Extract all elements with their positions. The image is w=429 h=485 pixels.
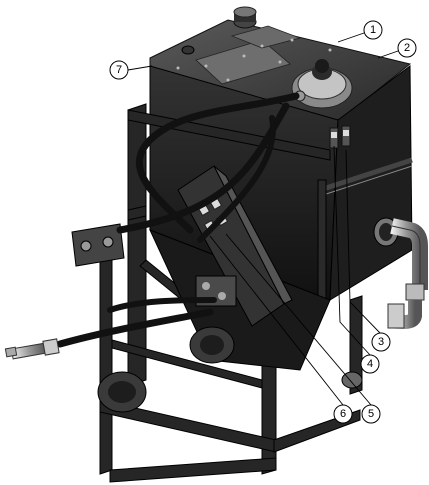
tank [149,6,413,301]
leader-7 [127,65,153,71]
callout-5: 5 [361,404,381,424]
lid-plate [195,39,291,85]
leader-2 [377,50,399,59]
lid-plate-2 [230,25,302,49]
skid-rollers [97,326,363,413]
leader-4 [333,145,371,356]
callout-5-label: 5 [368,408,374,420]
callout-3-label: 3 [378,336,384,348]
hoses [56,92,300,348]
callout-7-label: 7 [116,64,122,76]
leader-3 [345,149,381,334]
outlet-pipe [373,217,428,329]
breather-knob [181,45,195,55]
callout-2: 2 [397,38,417,58]
leader-lines [127,32,399,406]
frame-post-right [317,179,327,301]
leader-6 [209,235,344,406]
callout-4-label: 4 [367,358,373,370]
callout-4: 4 [360,354,380,374]
lid-bolts [176,38,332,82]
fill-cap [233,6,257,29]
callout-3: 3 [371,332,391,352]
callout-1-label: 1 [370,24,376,36]
hose-coupler [4,338,60,360]
callout-6-label: 6 [340,408,346,420]
callout-1: 1 [363,20,383,40]
callout-7: 7 [109,60,129,80]
leader-5 [225,233,372,406]
callout-6: 6 [333,404,353,424]
callout-2-label: 2 [404,42,410,54]
leader-1 [337,32,365,43]
